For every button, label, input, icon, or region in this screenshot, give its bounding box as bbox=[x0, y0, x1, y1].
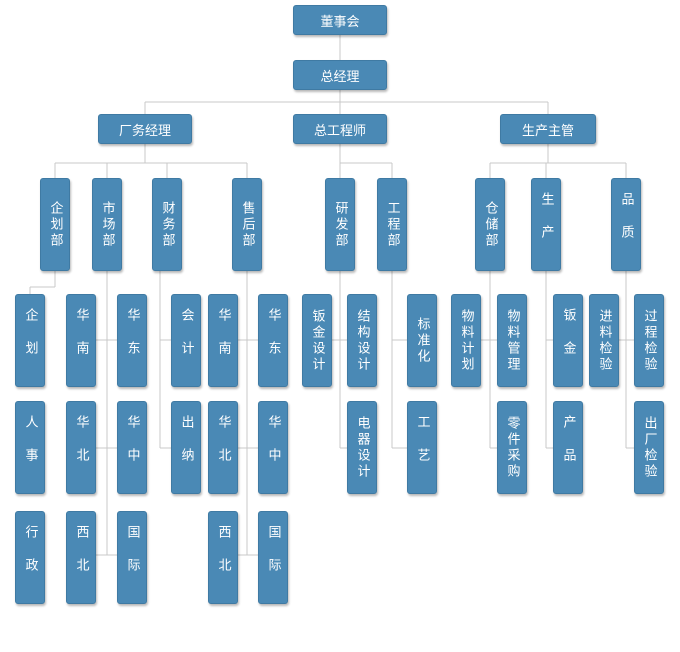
aftersales-central-node: 华中 bbox=[258, 401, 288, 494]
warehouse-dept-node: 仓储部 bbox=[475, 178, 505, 271]
process-inspection-node: 过程检验 bbox=[634, 294, 664, 387]
market-south-node: 华南 bbox=[66, 294, 96, 387]
market-east-node: 华东 bbox=[117, 294, 147, 387]
board-node: 董事会 bbox=[293, 5, 387, 35]
aftersales-south-node: 华南 bbox=[208, 294, 238, 387]
planning-dept-node: 企划部 bbox=[40, 178, 70, 271]
market-north-node: 华北 bbox=[66, 401, 96, 494]
aftersales-dept-node: 售后部 bbox=[232, 178, 262, 271]
material-mgmt-node: 物料管理 bbox=[497, 294, 527, 387]
admin-node: 行政 bbox=[15, 511, 45, 604]
incoming-inspection-node: 进料检验 bbox=[589, 294, 619, 387]
quality-node: 品质 bbox=[611, 178, 641, 271]
hr-node: 人事 bbox=[15, 401, 45, 494]
aftersales-northwest-node: 西北 bbox=[208, 511, 238, 604]
market-northwest-node: 西北 bbox=[66, 511, 96, 604]
rd-dept-node: 研发部 bbox=[325, 178, 355, 271]
planning-node: 企划 bbox=[15, 294, 45, 387]
cashier-node: 出纳 bbox=[171, 401, 201, 494]
parts-purchase-node: 零件采购 bbox=[497, 401, 527, 494]
sheetmetal-design-node: 钣金设计 bbox=[302, 294, 332, 387]
accounting-node: 会计 bbox=[171, 294, 201, 387]
chief-engineer-node: 总工程师 bbox=[293, 114, 387, 144]
process-node: 工艺 bbox=[407, 401, 437, 494]
market-central-node: 华中 bbox=[117, 401, 147, 494]
production-manager-node: 生产主管 bbox=[500, 114, 596, 144]
market-dept-node: 市场部 bbox=[92, 178, 122, 271]
aftersales-intl-node: 国际 bbox=[258, 511, 288, 604]
production-node: 生产 bbox=[531, 178, 561, 271]
general-manager-node: 总经理 bbox=[293, 60, 387, 90]
engineering-dept-node: 工程部 bbox=[377, 178, 407, 271]
product-node: 产品 bbox=[553, 401, 583, 494]
standardization-node: 标准化 bbox=[407, 294, 437, 387]
material-plan-node: 物料计划 bbox=[451, 294, 481, 387]
outgoing-inspection-node: 出厂检验 bbox=[634, 401, 664, 494]
finance-dept-node: 财务部 bbox=[152, 178, 182, 271]
aftersales-north-node: 华北 bbox=[208, 401, 238, 494]
electrical-design-node: 电器设计 bbox=[347, 401, 377, 494]
factory-manager-node: 厂务经理 bbox=[98, 114, 192, 144]
market-intl-node: 国际 bbox=[117, 511, 147, 604]
aftersales-east-node: 华东 bbox=[258, 294, 288, 387]
sheetmetal-node: 钣金 bbox=[553, 294, 583, 387]
structure-design-node: 结构设计 bbox=[347, 294, 377, 387]
